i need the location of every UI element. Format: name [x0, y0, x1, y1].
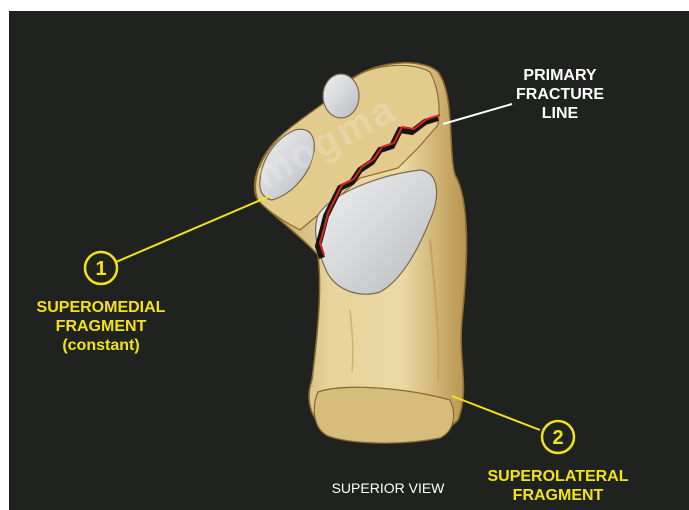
posterior-tuberosity [314, 387, 453, 443]
callout-line-2 [452, 396, 540, 430]
primary-fracture-line-label: PRIMARY FRACTURE LINE [512, 66, 608, 123]
view-label: SUPERIOR VIEW [316, 479, 460, 498]
superolateral-fragment-label: SUPEROLATERAL FRAGMENT [470, 467, 646, 505]
callout-number-1: 1 [95, 258, 106, 280]
callout-line-primary [443, 104, 512, 124]
callout-number-2: 2 [552, 427, 563, 449]
superomedial-fragment-label: SUPEROMEDIAL FRAGMENT (constant) [18, 298, 184, 355]
callout-line-1 [116, 196, 270, 262]
